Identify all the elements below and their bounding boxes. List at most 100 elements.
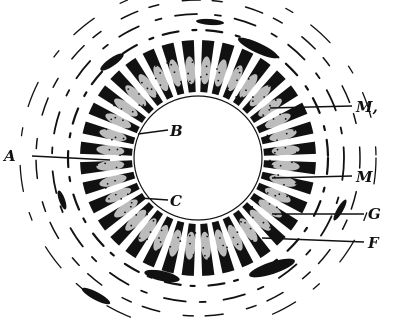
speckle-dot	[130, 206, 132, 208]
speckle-dot	[180, 81, 182, 83]
inner-lumen	[134, 96, 262, 220]
speckle-dot	[208, 258, 210, 260]
speckle-dot	[274, 152, 276, 154]
speckle-dot	[189, 81, 191, 83]
speckle-dot	[280, 165, 282, 167]
speckle-dot	[114, 180, 116, 182]
speckle-dot	[263, 222, 265, 224]
speckle-dot	[139, 237, 141, 239]
speckle-dot	[194, 232, 196, 234]
speckle-dot	[192, 83, 194, 85]
speckle-dot	[113, 105, 115, 107]
speckle-dot	[257, 200, 259, 202]
speckle-dot	[170, 64, 172, 66]
speckle-dot	[124, 165, 126, 167]
speckle-dot	[151, 88, 153, 90]
speckle-dot	[141, 82, 143, 84]
speckle-dot	[153, 220, 155, 222]
speckle-dot	[131, 202, 133, 204]
speckle-dot	[177, 237, 179, 239]
speckle-dot	[206, 74, 208, 76]
speckle-dot	[295, 183, 297, 185]
label-a: A	[2, 147, 16, 165]
speckle-dot	[236, 79, 238, 81]
speckle-dot	[187, 73, 189, 75]
speckle-dot	[218, 72, 220, 74]
speckle-dot	[146, 239, 148, 241]
speckle-dot	[127, 193, 129, 195]
speckle-dot	[192, 61, 194, 63]
speckle-dot	[244, 222, 246, 224]
speckle-dot	[135, 214, 137, 216]
speckle-dot	[159, 72, 161, 74]
speckle-dot	[138, 93, 140, 95]
label-m1: M,	[355, 98, 378, 116]
speckle-dot	[252, 217, 254, 219]
speckle-dot	[240, 221, 242, 223]
speckle-dot	[123, 138, 125, 140]
speckle-dot	[120, 198, 122, 200]
leader-line-a	[32, 156, 110, 160]
speckle-dot	[158, 237, 160, 239]
speckle-dot	[276, 206, 278, 208]
speckle-dot	[227, 63, 229, 65]
speckle-dot	[237, 68, 239, 70]
speckle-dot	[252, 240, 254, 242]
speckle-dot	[239, 72, 241, 74]
dark-mark	[196, 18, 224, 26]
speckle-dot	[108, 149, 110, 151]
dark-mark	[247, 255, 296, 281]
speckle-dot	[268, 85, 270, 87]
speckle-dot	[150, 231, 152, 233]
speckle-dot	[159, 84, 161, 86]
speckle-dot	[267, 135, 269, 137]
speckle-dot	[142, 104, 144, 106]
speckle-dot	[232, 237, 234, 239]
speckle-dot	[235, 96, 237, 98]
speckle-dot	[232, 225, 234, 227]
speckle-dot	[127, 88, 129, 90]
speckle-dot	[274, 195, 276, 197]
speckle-dot	[206, 65, 208, 67]
speckle-dot	[204, 255, 206, 257]
speckle-dot	[291, 161, 293, 163]
speckle-dot	[174, 71, 176, 73]
speckle-dot	[155, 65, 157, 67]
speckle-dot	[269, 160, 271, 162]
speckle-dot	[111, 139, 113, 141]
speckle-dot	[285, 118, 287, 120]
speckle-dot	[263, 96, 265, 98]
speckle-dot	[156, 94, 158, 96]
speckle-dot	[217, 80, 219, 82]
speckle-dot	[130, 225, 132, 227]
speckle-dot	[216, 68, 218, 70]
speckle-dot	[96, 164, 98, 166]
speckle-dot	[286, 133, 288, 135]
speckle-dot	[189, 235, 191, 237]
speckle-dot	[139, 115, 141, 117]
speckle-dot	[108, 198, 110, 200]
speckle-dot	[179, 240, 181, 242]
speckle-dot	[219, 237, 221, 239]
speckle-dot	[251, 206, 253, 208]
speckle-dot	[114, 117, 116, 119]
speckle-dot	[250, 228, 252, 230]
speckle-dot	[178, 229, 180, 231]
speckle-dot	[283, 184, 285, 186]
speckle-dot	[227, 87, 229, 89]
speckle-dot	[268, 109, 270, 111]
speckle-dot	[146, 210, 148, 212]
speckle-dot	[237, 231, 239, 233]
speckle-dot	[122, 119, 124, 121]
speckle-dot	[115, 137, 117, 139]
dark-mark	[80, 285, 112, 307]
speckle-dot	[262, 114, 264, 116]
speckle-dot	[166, 62, 168, 64]
speckle-dot	[105, 129, 107, 131]
speckle-dot	[146, 214, 148, 216]
speckle-dot	[189, 243, 191, 245]
speckle-dot	[276, 139, 278, 141]
speckle-dot	[117, 149, 119, 151]
